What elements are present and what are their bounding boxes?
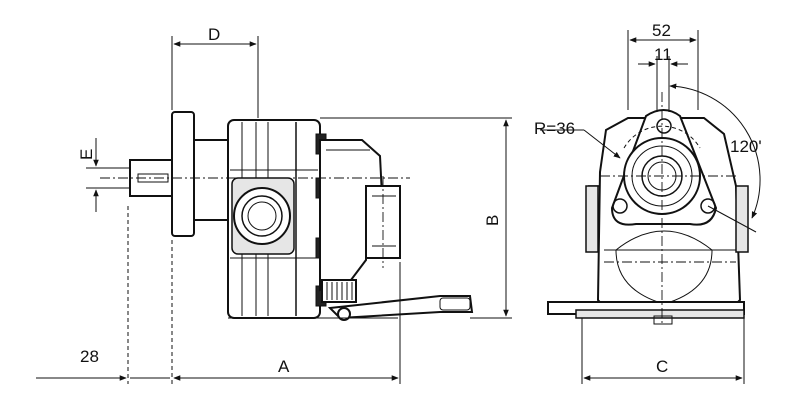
front-dimensions: 52 11 R=36 120' C [534,21,762,384]
dim-B-label: B [483,215,502,226]
dim-E-label: E [77,149,96,160]
front-base [547,301,745,325]
dim-A-label: A [278,357,290,376]
mounting-flange [171,111,195,237]
dim-11-label: 11 [654,45,672,64]
dim-D-label: D [208,25,220,44]
spring-adjuster [321,279,357,303]
front-view [547,92,749,325]
relief-valve [365,176,401,268]
side-view [100,111,474,321]
side-dimensions: D E B 28 A [36,25,512,384]
dim-28-label: 28 [80,347,99,366]
dim-angle-label: 120' [730,137,762,156]
dim-52-label: 52 [652,21,671,40]
dim-radius-label: R=36 [534,119,575,138]
front-cover [193,139,231,221]
dim-C-label: C [656,357,668,376]
side-port [233,187,291,245]
